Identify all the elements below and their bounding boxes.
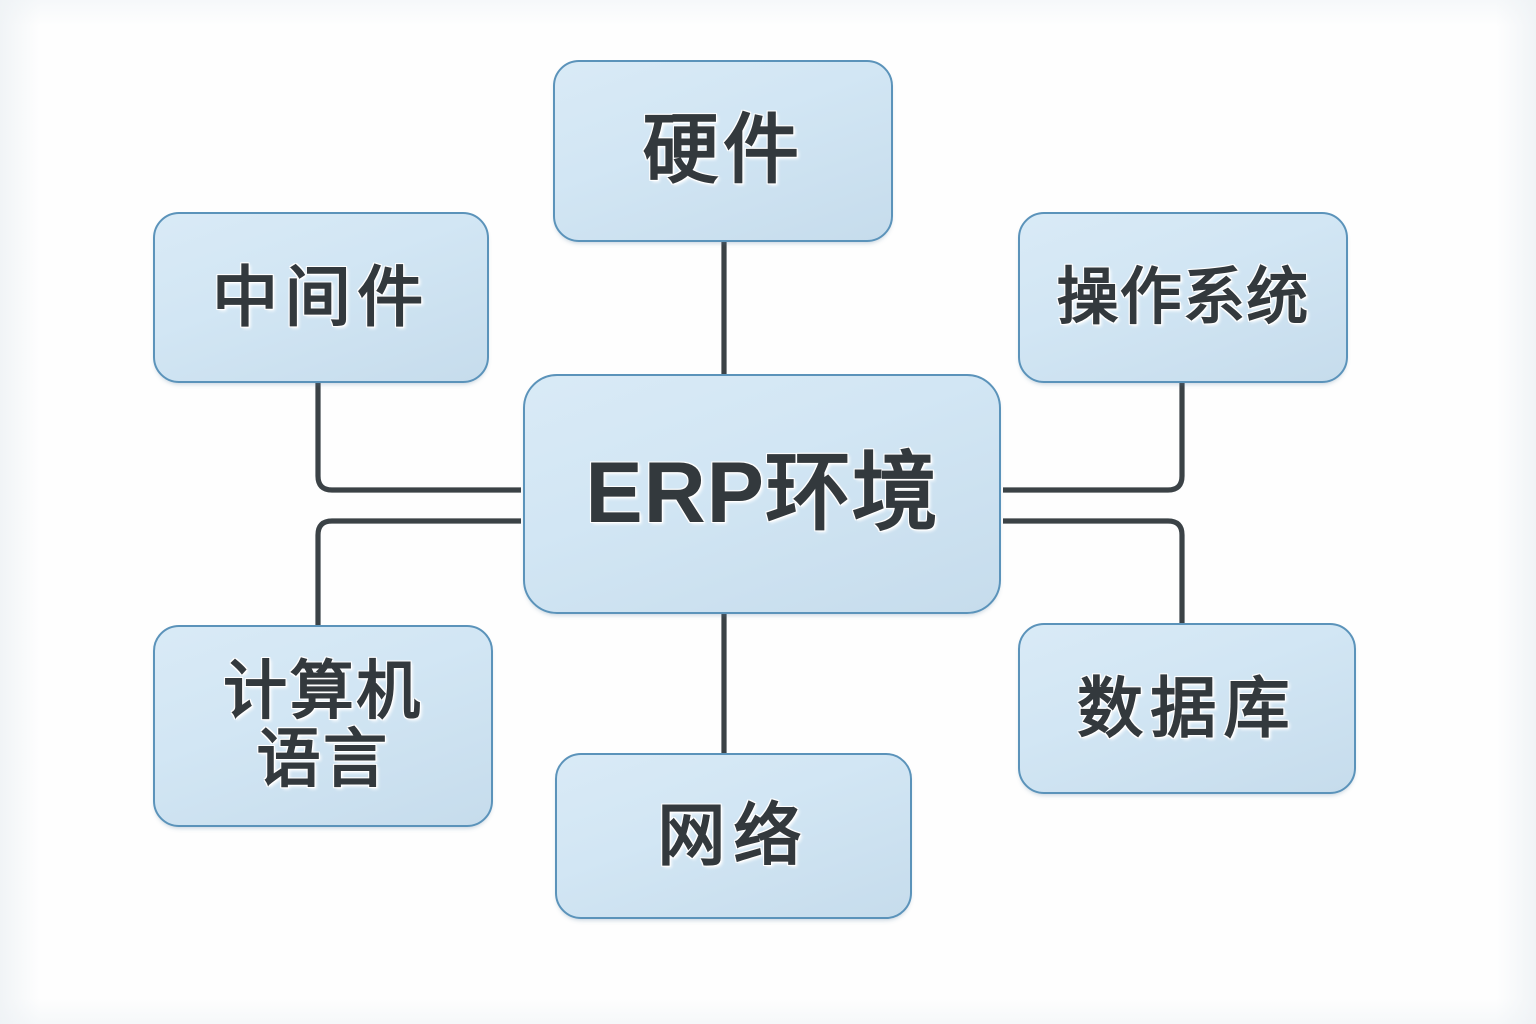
- connector-hub-database: [1003, 518, 1185, 624]
- node-operating-system[interactable]: 操作系统: [1018, 212, 1348, 383]
- connector-hub-os: [1003, 383, 1185, 493]
- node-label-database: 数据库: [1077, 670, 1297, 745]
- connector-hub-middleware: [315, 383, 521, 493]
- node-label-middleware: 中间件: [212, 259, 430, 334]
- node-network[interactable]: 网络: [555, 753, 912, 919]
- node-hardware[interactable]: 硬件: [553, 60, 893, 242]
- node-label-computer-language: 计算机 语言: [223, 655, 423, 795]
- node-computer-language[interactable]: 计算机 语言: [153, 625, 493, 827]
- node-label-erp-environment: ERP环境: [585, 445, 939, 542]
- node-erp-environment[interactable]: ERP环境: [523, 374, 1001, 614]
- node-label-network: 网络: [657, 797, 810, 874]
- node-database[interactable]: 数据库: [1018, 623, 1356, 794]
- node-label-hardware: 硬件: [642, 107, 804, 193]
- connector-hub-language: [315, 518, 521, 626]
- node-middleware[interactable]: 中间件: [153, 212, 489, 383]
- node-label-operating-system: 操作系统: [1056, 262, 1310, 332]
